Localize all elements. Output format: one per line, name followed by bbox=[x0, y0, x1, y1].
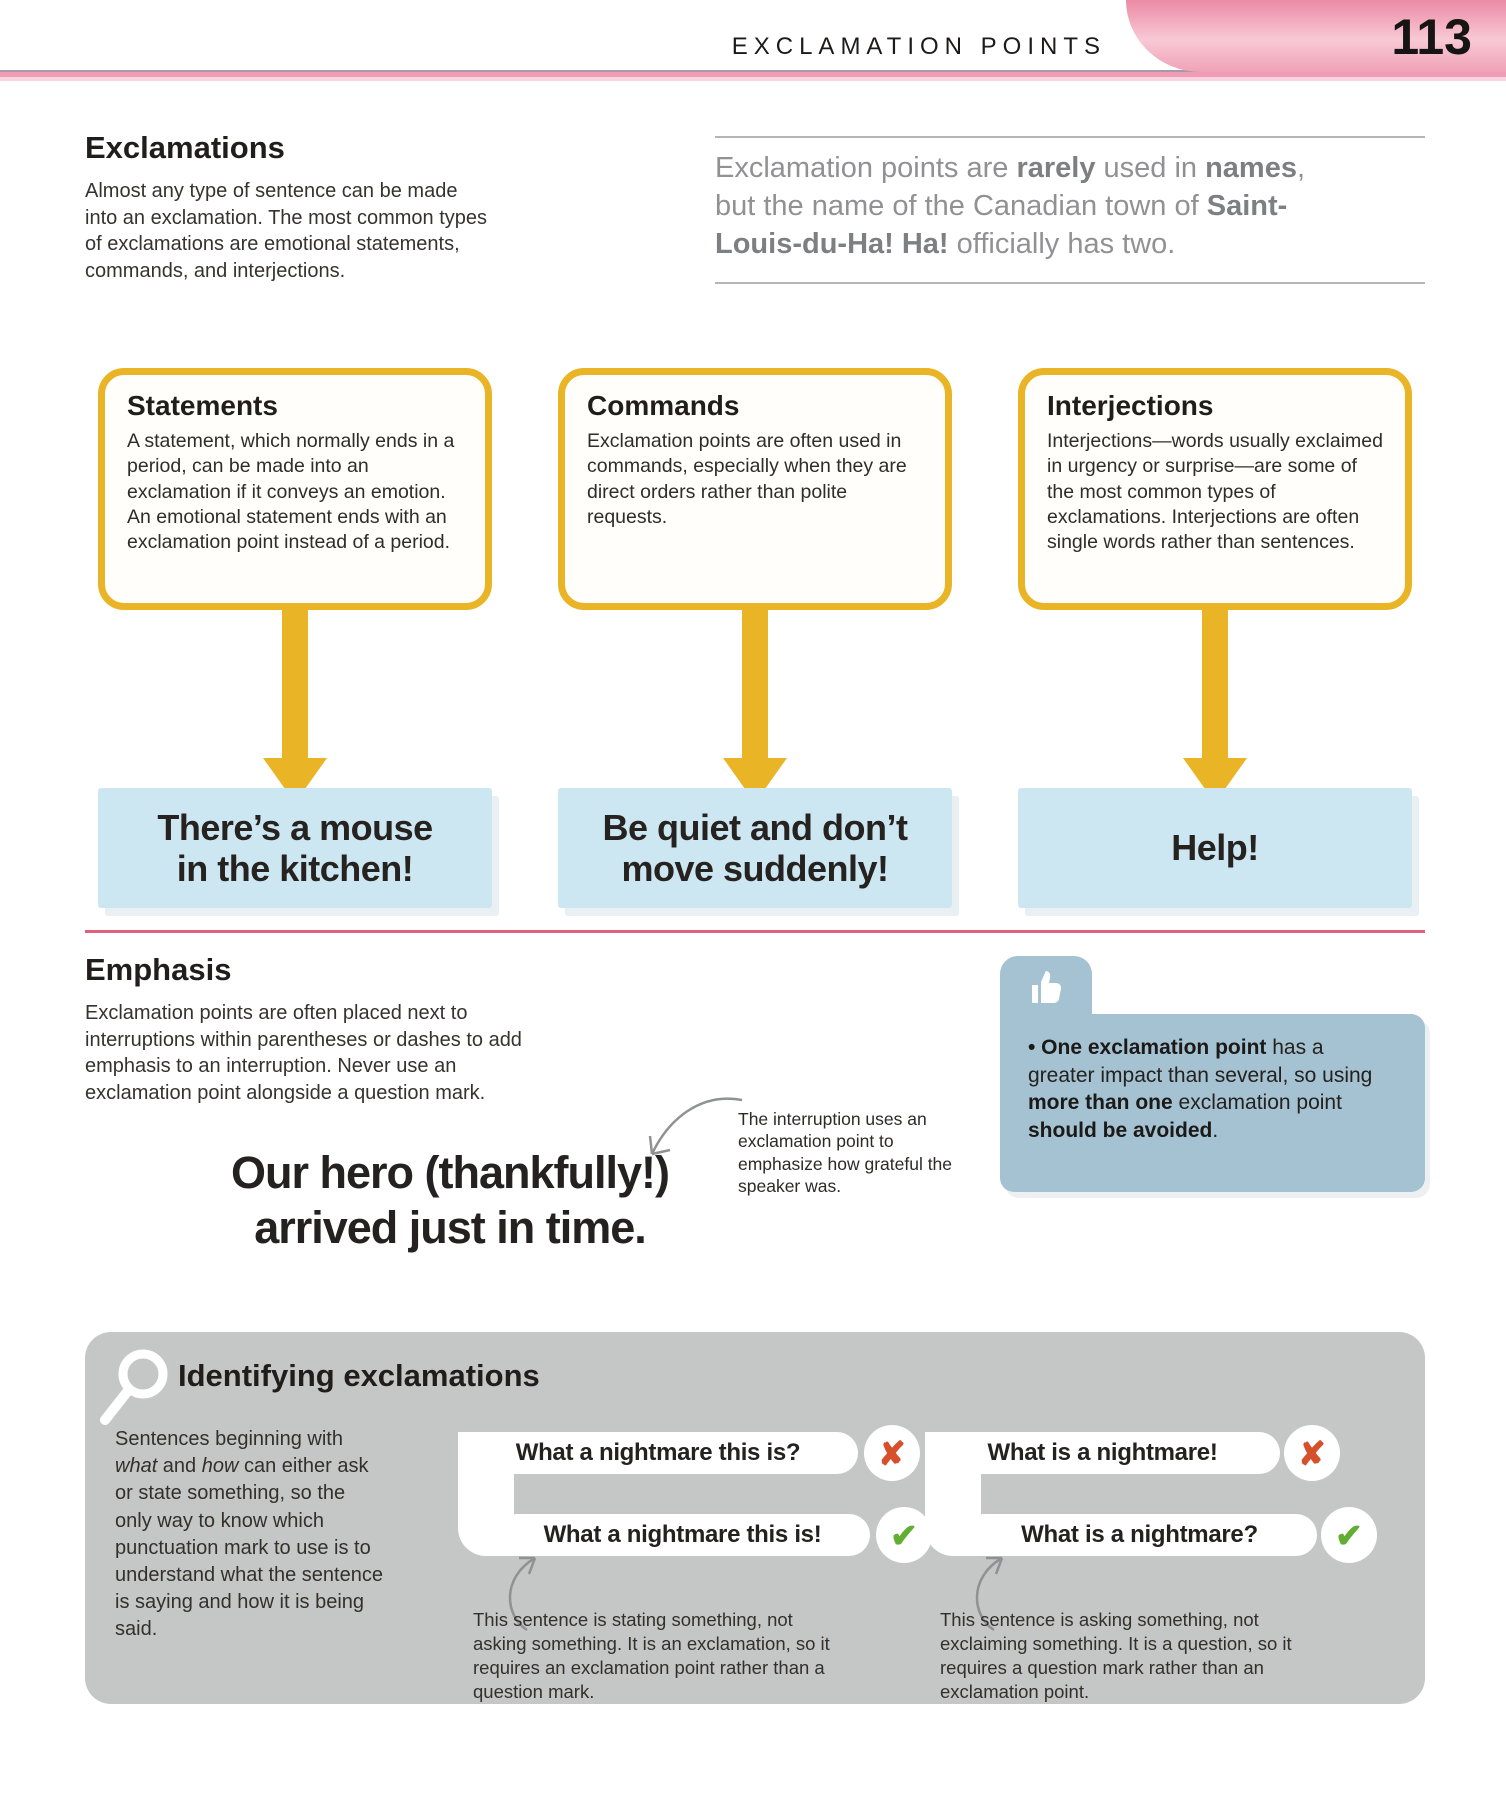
wrong-sentence-bar: What is a nightmare! bbox=[925, 1432, 1280, 1474]
example-line: move suddenly! bbox=[621, 848, 889, 889]
emphasis-annotation: The interruption uses an exclamation poi… bbox=[738, 1109, 953, 1197]
down-arrow-icon bbox=[263, 606, 327, 803]
wrong-sentence-bar: What a nightmare this is? bbox=[458, 1432, 858, 1474]
down-arrow-icon bbox=[1183, 606, 1247, 803]
emphasis-example: Our hero (thankfully!) arrived just in t… bbox=[140, 1146, 760, 1256]
check-icon: ✔ bbox=[1321, 1507, 1377, 1563]
card-body: Exclamation points are often used in com… bbox=[587, 430, 907, 529]
correct-sentence-text: What a nightmare this is! bbox=[543, 1521, 822, 1548]
type-card-statements: Statements A statement, which normally e… bbox=[98, 368, 492, 610]
fact-callout-text: Exclamation points are rarely used in na… bbox=[715, 152, 1306, 260]
down-arrow-icon bbox=[723, 606, 787, 803]
correct-sentence-text: What is a nightmare? bbox=[1021, 1521, 1258, 1548]
cross-icon: ✘ bbox=[1284, 1425, 1340, 1481]
pair-note: This sentence is asking something, not e… bbox=[940, 1609, 1292, 1703]
panel-intro: Sentences beginning with what and how ca… bbox=[115, 1428, 383, 1641]
example-box-interjection: Help! bbox=[1018, 788, 1412, 908]
correct-sentence-bar: What a nightmare this is! bbox=[495, 1514, 870, 1556]
correct-sentence-bar: What is a nightmare? bbox=[962, 1514, 1317, 1556]
fact-callout: Exclamation points are rarely used in na… bbox=[715, 136, 1425, 284]
section-body-exclamations: Almost any type of sentence can be made … bbox=[85, 180, 488, 282]
card-body: A statement, which normally ends in a pe… bbox=[127, 430, 455, 554]
section-heading-exclamations: Exclamations bbox=[85, 130, 285, 165]
curved-arrow-icon bbox=[508, 1556, 537, 1632]
example-box-statement: There’s a mouse in the kitchen! bbox=[98, 788, 492, 908]
wrong-sentence-text: What a nightmare this is? bbox=[515, 1439, 801, 1466]
section-heading-emphasis: Emphasis bbox=[85, 952, 232, 987]
example-line: Our hero (thankfully!) bbox=[231, 1147, 670, 1198]
check-icon: ✔ bbox=[876, 1507, 932, 1563]
wrong-sentence-text: What is a nightmare! bbox=[987, 1439, 1218, 1466]
page-header-title: EXCLAMATION POINTS bbox=[731, 33, 1106, 60]
curved-arrow-icon bbox=[975, 1556, 1004, 1632]
thumbs-up-icon bbox=[1032, 971, 1062, 1003]
page-number: 113 bbox=[1391, 9, 1472, 65]
panel-heading: Identifying exclamations bbox=[178, 1358, 540, 1393]
search-icon bbox=[100, 1349, 168, 1425]
example-box-command: Be quiet and don’t move suddenly! bbox=[558, 788, 952, 908]
card-heading: Interjections bbox=[1047, 390, 1214, 421]
example-line: There’s a mouse bbox=[157, 806, 433, 848]
type-card-commands: Commands Exclamation points are often us… bbox=[558, 368, 952, 610]
header-rule bbox=[0, 70, 1506, 86]
example-line: Be quiet and don’t bbox=[602, 806, 908, 848]
tip-callout-tab bbox=[1000, 956, 1092, 1022]
identify-panel: Identifying exclamations Sentences begin… bbox=[85, 1332, 1425, 1704]
example-line: Help! bbox=[1171, 827, 1259, 869]
example-line: arrived just in time. bbox=[254, 1201, 647, 1253]
section-divider bbox=[85, 930, 1425, 933]
header-corner-band bbox=[1126, 0, 1506, 72]
card-body: Interjections—words usually exclaimed in… bbox=[1047, 430, 1383, 554]
cross-icon: ✘ bbox=[864, 1425, 920, 1481]
card-heading: Commands bbox=[587, 390, 740, 421]
tip-callout: • One exclamation point has a greater im… bbox=[1000, 1014, 1425, 1192]
card-heading: Statements bbox=[127, 390, 278, 421]
pair-note: This sentence is stating something, not … bbox=[473, 1609, 830, 1703]
curved-arrow-icon bbox=[648, 1097, 743, 1156]
example-line: in the kitchen! bbox=[176, 848, 414, 889]
section-body-emphasis: Exclamation points are often placed next… bbox=[85, 1002, 522, 1104]
type-card-interjections: Interjections Interjections—words usuall… bbox=[1018, 368, 1412, 610]
